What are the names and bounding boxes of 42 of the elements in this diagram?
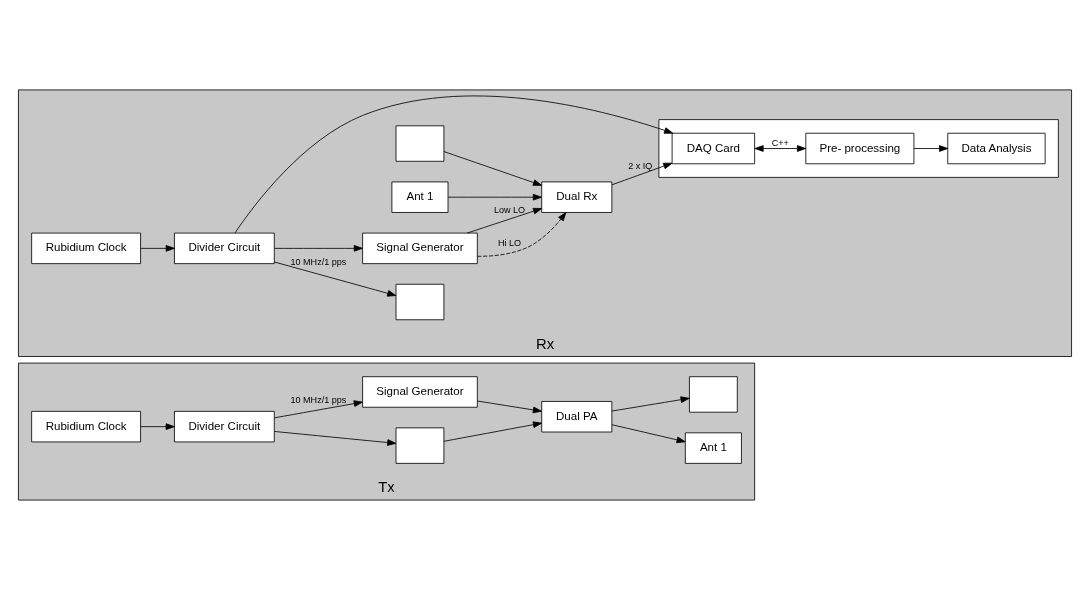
- arrow: [447, 193, 542, 200]
- edge-label: 10 MHz/1 pps: [290, 394, 347, 405]
- node-box: Ant 1: [391, 181, 449, 213]
- node-box: [395, 283, 445, 320]
- node-box: DAQ Card: [671, 132, 756, 164]
- edge-label: Low LO: [493, 204, 526, 215]
- arrow: [611, 395, 690, 411]
- arrow: [913, 144, 949, 152]
- arrow: [477, 400, 542, 413]
- edge-label: 10 MHz/1 pps: [290, 256, 347, 267]
- node-box: Rubidium Clock: [31, 410, 141, 442]
- arrow: [443, 420, 543, 442]
- edge-label: Hi LO: [497, 237, 522, 248]
- arrow: [443, 150, 543, 186]
- node-box: Data Analysis: [947, 132, 1046, 164]
- node-box: Dual Rx: [541, 181, 613, 213]
- arrow: [140, 422, 175, 430]
- arrow: [140, 244, 175, 252]
- node-box: [689, 375, 738, 413]
- node-box: Rubidium Clock: [31, 232, 141, 264]
- arrow: [611, 162, 673, 185]
- edge-label: 2 x IQ: [628, 160, 653, 171]
- arrow: [754, 144, 807, 152]
- arrow: [476, 211, 567, 257]
- node-box: Pre- processing: [805, 132, 915, 164]
- arrow: [466, 207, 543, 233]
- cluster: [658, 118, 1059, 178]
- node-box: Ant 1: [684, 431, 742, 464]
- edge-label: C++: [771, 137, 789, 148]
- node-box: Divider Circuit: [174, 410, 275, 442]
- node-box: Signal Generator: [362, 375, 478, 408]
- node-box: Signal Generator: [362, 232, 478, 264]
- node-box: [395, 426, 445, 464]
- node-box: Divider Circuit: [174, 232, 275, 264]
- arrow: [273, 430, 397, 446]
- node-box: Dual PA: [541, 400, 613, 432]
- arrow: [234, 95, 674, 233]
- node-box: [395, 124, 445, 162]
- arrow: [273, 244, 363, 252]
- arrow: [273, 261, 397, 297]
- arrow: [273, 399, 363, 418]
- arrow: [611, 423, 686, 443]
